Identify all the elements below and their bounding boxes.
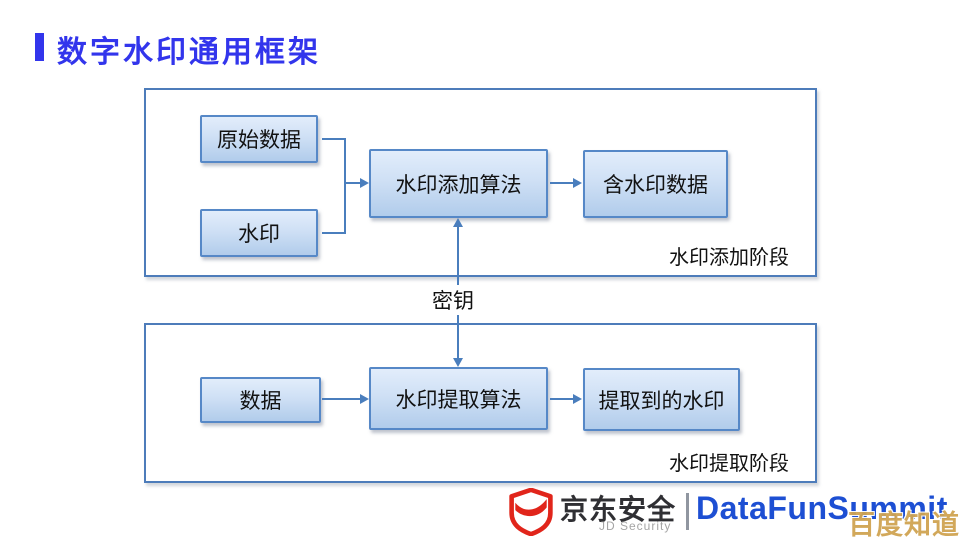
connector-extract-to-result: [550, 398, 574, 400]
add-phase-label: 水印添加阶段: [669, 247, 789, 269]
page-title: 数字水印通用框架: [57, 36, 321, 69]
node-data: 数据: [200, 377, 321, 423]
node-extracted-watermark: 提取到的水印: [583, 368, 740, 431]
arrowhead-extract-to-result: [573, 394, 582, 404]
key-label: 密钥: [429, 285, 477, 315]
jd-security-shield-icon: [506, 487, 556, 540]
arrowhead-embed-to-marked: [573, 178, 582, 188]
connector-junction-to-embed: [344, 182, 361, 184]
baidu-zhidao-watermark: 百度知道: [848, 510, 960, 540]
connector-junction-vertical: [344, 138, 346, 234]
node-extract-algorithm: 水印提取算法: [369, 367, 548, 430]
arrowhead-key-up: [453, 218, 463, 227]
node-embed-algorithm: 水印添加算法: [369, 149, 548, 218]
connector-data-to-extract: [322, 398, 361, 400]
datafun-summit-logo: DataFunSummit: [696, 490, 948, 526]
jd-security-subtitle: JD Security: [599, 519, 672, 533]
jd-security-name: 京东安全: [560, 494, 677, 525]
extract-phase-label: 水印提取阶段: [669, 453, 789, 475]
node-watermarked-data: 含水印数据: [583, 150, 728, 218]
arrowhead-junction-to-embed: [360, 178, 369, 188]
arrowhead-key-down: [453, 358, 463, 367]
node-watermark: 水印: [200, 209, 318, 257]
connector-original-to-junction: [322, 138, 346, 140]
connector-embed-to-marked: [550, 182, 574, 184]
node-original-data: 原始数据: [200, 115, 318, 163]
title-accent-bar: [35, 33, 44, 61]
connector-watermark-to-junction: [322, 232, 346, 234]
logo-separator: [686, 493, 689, 530]
arrowhead-data-to-extract: [360, 394, 369, 404]
